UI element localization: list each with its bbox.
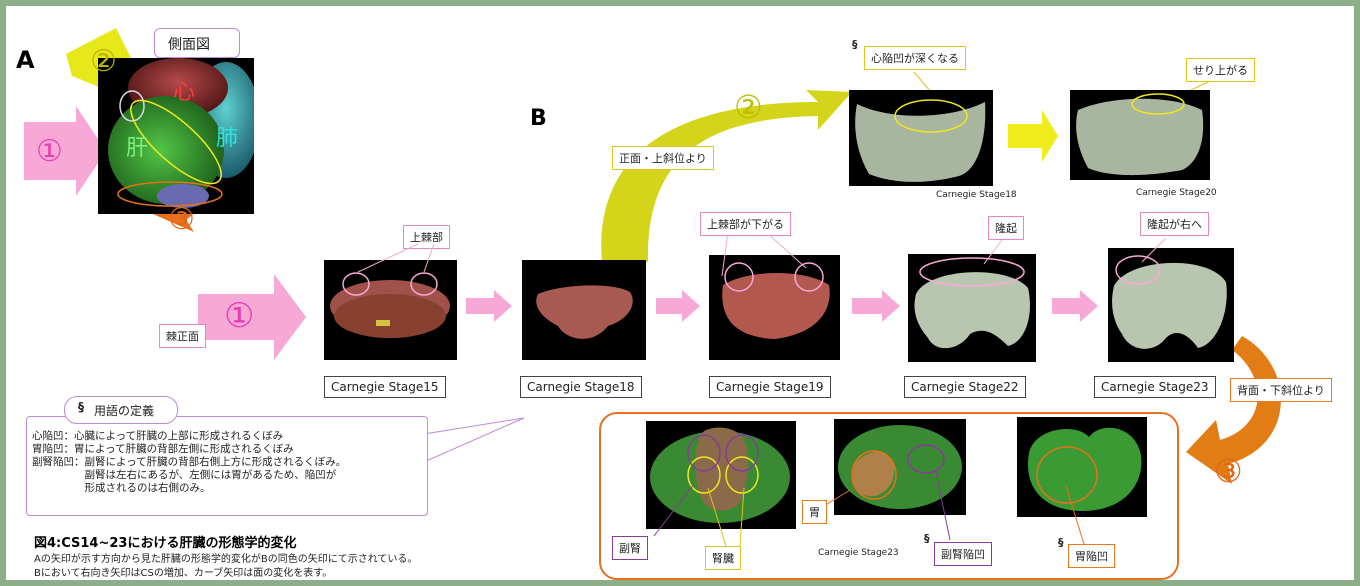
callout-adrenal-fossa: 副腎陥凹 bbox=[934, 542, 992, 566]
figure-caption-line-2: Bにおいて右向き矢印はCSの増加、カーブ矢印は面の変化を表す。 bbox=[34, 564, 332, 579]
glossary-line-2: 胃陥凹：胃によって肝臓の背部左側に形成されるくぼみ bbox=[32, 443, 346, 456]
glossary-line-1: 心陥凹：心臓によって肝臓の上部に形成されるくぼみ bbox=[32, 430, 346, 443]
glossary-lines: 心陥凹：心臓によって肝臓の上部に形成されるくぼみ 胃陥凹：胃によって肝臓の背部左… bbox=[32, 430, 346, 495]
glossary-line-3: 副腎陥凹：副腎によって肝臓の背部右側上方に形成されるくぼみ。 bbox=[32, 456, 346, 469]
glossary-line-5: 形成されるのは右側のみ。 bbox=[32, 482, 346, 495]
glossary-line-4: 副腎は左右にあるが、左側には胃があるため、陥凹が bbox=[32, 469, 346, 482]
bottom-stage23-label: Carnegie Stage23 bbox=[818, 548, 899, 558]
callout-adrenal: 副腎 bbox=[612, 536, 648, 560]
figure-caption-line-1: Aの矢印が示す方向から見た肝臓の形態学的変化がBの同色の矢印にて示されている。 bbox=[34, 550, 417, 565]
glossary-title: 用語の定義 bbox=[94, 402, 154, 419]
callout-gastric-fossa: 胃陥凹 bbox=[1068, 544, 1115, 568]
glossary-mark: § bbox=[78, 400, 84, 414]
figure-caption-title: 図4:CS14~23における肝臓の形態学的変化 bbox=[34, 532, 296, 551]
callout-stomach: 胃 bbox=[802, 500, 827, 524]
adrenal-fossa-section-mark: § bbox=[924, 532, 930, 545]
gastric-fossa-section-mark: § bbox=[1058, 536, 1064, 549]
callout-kidney: 腎臓 bbox=[705, 546, 741, 570]
